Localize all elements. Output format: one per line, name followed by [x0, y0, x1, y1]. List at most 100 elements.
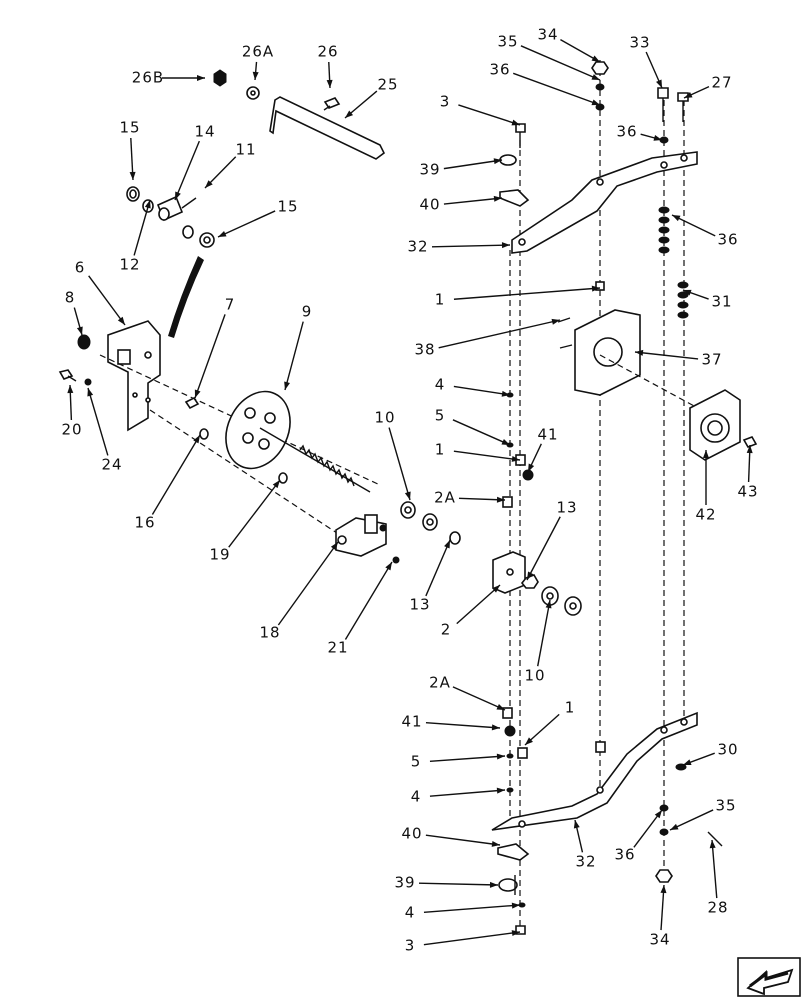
arrowhead-l9: [284, 381, 290, 390]
part-label-l9: 9: [302, 303, 313, 321]
arrowhead-l2: [492, 585, 500, 593]
next-page-arrow-icon[interactable]: [737, 957, 801, 997]
part-35-low: [659, 828, 669, 836]
arrowhead-l13b: [527, 571, 534, 580]
arrowhead-l26a: [252, 71, 259, 80]
part-1-low-b: [517, 747, 528, 759]
part-27: [677, 92, 689, 102]
part-label-l42: 42: [695, 506, 716, 524]
leader-l39a: [443, 159, 503, 170]
leader-l12: [133, 199, 151, 256]
part-38-b: [559, 344, 573, 349]
part-label-l38: 38: [414, 341, 435, 359]
part-41-low: [504, 725, 516, 737]
part-label-l34a: 34: [537, 26, 558, 44]
leader-l37: [634, 351, 699, 360]
leader-l3b: [423, 931, 521, 946]
arrowhead-l32a: [501, 242, 510, 249]
part-label-l26: 26: [317, 43, 338, 61]
leader-l10a: [388, 427, 411, 501]
part-40-top: [499, 189, 530, 207]
part-39-top: [499, 154, 517, 166]
arrowhead-l8: [76, 326, 83, 335]
arrowhead-l37: [635, 349, 644, 356]
part-label-l25: 25: [377, 76, 398, 94]
arrowhead-l16: [193, 435, 200, 444]
leader-l38: [438, 319, 561, 349]
part-39-low: [498, 878, 518, 892]
arrowhead-l38: [551, 318, 560, 325]
arrowhead-l40a: [493, 195, 502, 202]
part-label-l2: 2: [441, 621, 452, 639]
part-label-l13b: 13: [556, 499, 577, 517]
arrowhead-l10a: [404, 491, 411, 500]
leader-l15b: [217, 210, 276, 238]
arrowhead-l36a: [591, 99, 600, 106]
arrowhead-l34b: [660, 885, 667, 894]
leader-l16: [151, 434, 201, 515]
part-label-l4b: 4: [411, 788, 422, 806]
leader-l32a: [431, 244, 511, 248]
arrowhead-l27: [684, 91, 693, 98]
leader-l3a: [458, 104, 521, 126]
leader-l41b: [425, 721, 501, 729]
arrowhead-l39a: [493, 158, 502, 165]
arrowhead-l25: [345, 110, 354, 118]
arrowhead-l21: [385, 562, 392, 571]
part-41-mid: [522, 469, 534, 481]
part-label-l39b: 39: [394, 874, 415, 892]
arrowhead-l33: [656, 79, 662, 88]
part-label-l13a: 13: [409, 596, 430, 614]
part-label-l27: 27: [711, 74, 732, 92]
arrowhead-l3a: [511, 119, 520, 126]
part-24: [84, 378, 92, 386]
leader-l39b: [418, 882, 499, 886]
part-label-l35b: 35: [715, 797, 736, 815]
arrowhead-l40b: [491, 840, 500, 847]
part-label-l32b: 32: [575, 853, 596, 871]
leader-l5b: [429, 755, 506, 763]
leader-l1b: [453, 450, 521, 461]
part-label-l15b: 15: [277, 198, 298, 216]
part-label-l1b: 1: [435, 441, 446, 459]
part-12-bottom: [182, 225, 194, 239]
part-label-l12: 12: [119, 256, 140, 274]
part-36-stack: [658, 206, 670, 254]
leader-l2a2: [452, 686, 506, 711]
leader-l21: [344, 561, 393, 640]
part-label-l31: 31: [711, 293, 732, 311]
part-13-right: [520, 574, 539, 589]
part-35-top: [595, 83, 605, 91]
leader-l2: [456, 584, 501, 625]
part-43: [742, 436, 758, 448]
part-32-upper: [511, 151, 698, 254]
arrowhead-l19: [272, 480, 280, 489]
arrowhead-l34a: [591, 55, 600, 62]
part-label-l16: 16: [134, 514, 155, 532]
arrowhead-l4a: [501, 390, 510, 397]
part-25: [269, 96, 386, 160]
arrowhead-l1c: [525, 737, 533, 745]
leader-l10b: [537, 599, 551, 667]
arrowhead-l13a: [444, 540, 450, 549]
leader-l4b: [429, 789, 506, 797]
arrowhead-l18: [330, 542, 338, 551]
leader-l14: [174, 140, 200, 201]
part-label-l24: 24: [101, 456, 122, 474]
leader-lines: [67, 38, 753, 946]
part-2a-mid: [502, 496, 513, 508]
spring-thread: [299, 444, 355, 487]
leader-l6: [88, 275, 126, 326]
arrowhead-l26b: [197, 75, 205, 81]
part-1-top: [595, 281, 605, 291]
arrowhead-l42: [703, 450, 709, 458]
leader-l36a: [512, 72, 601, 106]
part-label-l41a: 41: [537, 426, 558, 444]
part-label-l1a: 1: [435, 291, 446, 309]
part-label-l26a: 26A: [242, 43, 274, 61]
leader-l36c: [671, 214, 716, 237]
arrowhead-l15b: [218, 230, 227, 237]
part-7: [184, 396, 200, 410]
